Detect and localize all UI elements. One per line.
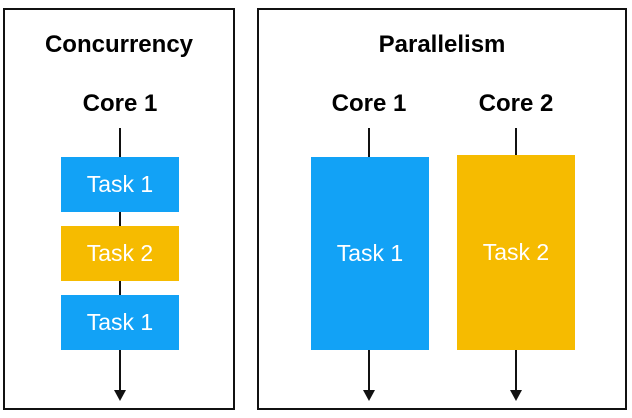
- parallelism-core-2-arrow-icon: [510, 390, 522, 401]
- concurrency-arrow-icon: [114, 390, 126, 401]
- concurrency-task-3: Task 1: [61, 295, 179, 350]
- concurrency-title: Concurrency: [44, 31, 194, 58]
- parallelism-task-1: Task 1: [311, 157, 429, 350]
- parallelism-core-1-arrow-icon: [363, 390, 375, 401]
- parallelism-title: Parallelism: [378, 31, 506, 58]
- concurrency-task-2: Task 2: [61, 226, 179, 281]
- parallelism-core-2-label: Core 2: [478, 90, 554, 117]
- concurrency-core-label: Core 1: [82, 90, 158, 117]
- concurrency-task-1: Task 1: [61, 157, 179, 212]
- parallelism-task-2: Task 2: [457, 155, 575, 350]
- parallelism-core-1-label: Core 1: [331, 90, 407, 117]
